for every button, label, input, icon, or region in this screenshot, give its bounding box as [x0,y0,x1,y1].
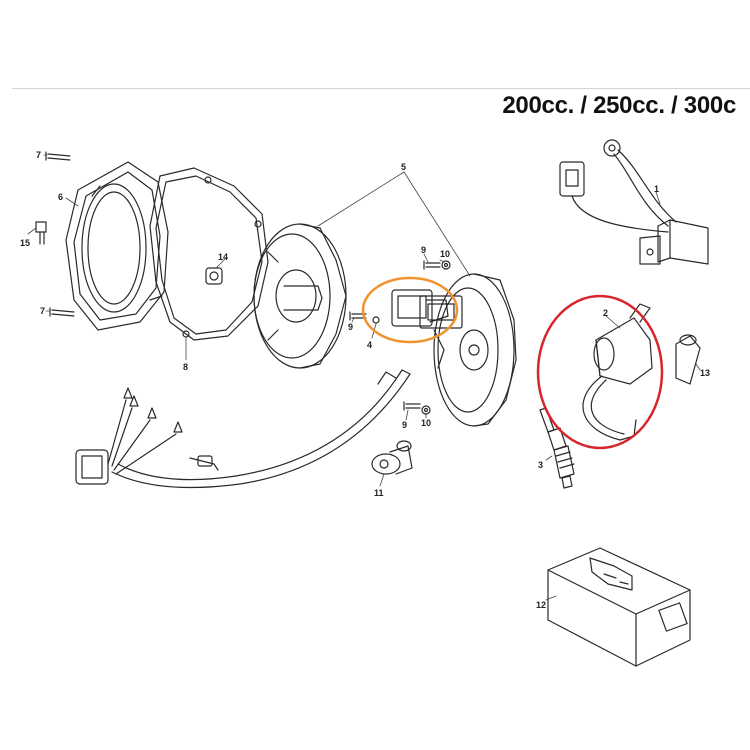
callout-1: 1 [654,184,659,194]
header-divider [12,88,750,89]
cdi-unit-part [547,547,691,667]
callout-8: 8 [183,362,188,372]
callout-9-top: 9 [421,245,426,255]
flywheel-part [253,223,347,369]
rectifier-part [559,139,709,265]
callout-5: 5 [401,162,406,172]
red-highlight-circle [536,294,664,450]
orange-highlight-circle [361,276,459,344]
gasket-part [149,167,269,341]
callout-7-top: 7 [36,150,41,160]
callout-9-mid: 9 [348,322,353,332]
bolts-part [35,151,75,317]
ignition-coil-part [582,303,653,441]
callout-10-top: 10 [440,249,450,259]
callout-4: 4 [367,340,372,350]
nut-part [205,267,223,285]
cover-part [65,161,169,331]
spark-plug-part [539,407,575,489]
page-title: 200cc. / 250cc. / 300c [502,92,736,119]
callout-13: 13 [700,368,710,378]
callout-15: 15 [20,238,30,248]
callout-7-bottom: 7 [40,306,45,316]
pickup-coil-part [391,289,449,327]
stator-part [419,273,517,427]
callout-14: 14 [218,252,228,262]
screws-part [349,260,451,415]
retainer-part [371,440,413,475]
callout-labels: 7 6 15 7 14 8 5 9 10 9 4 9 10 11 1 2 13 … [20,150,710,610]
callout-12: 12 [536,600,546,610]
callout-6: 6 [58,192,63,202]
wire-harness-part [75,369,411,489]
callout-10-bottom: 10 [421,418,431,428]
plug-cap-part [675,334,701,385]
callout-2: 2 [603,308,608,318]
callout-11: 11 [374,488,384,498]
callout-9-bottom: 9 [402,420,407,430]
leader-lines [27,154,701,601]
callout-3: 3 [538,460,543,470]
